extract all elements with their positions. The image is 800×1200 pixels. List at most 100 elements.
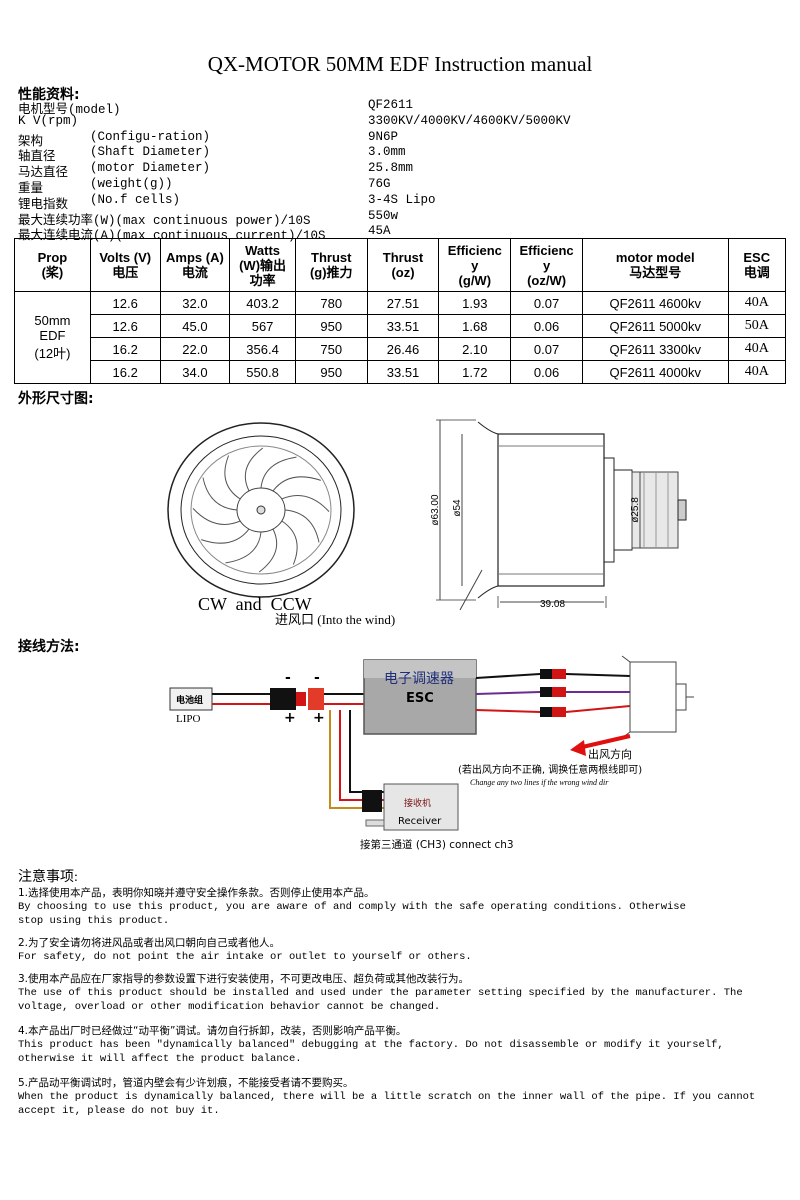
spec-value: 45A: [368, 224, 391, 239]
spec-label-en: (No.f cells): [90, 192, 181, 207]
cell-eff-ozw: 0.07: [510, 337, 583, 361]
header-line: (桨): [41, 265, 64, 280]
prop-line: (12叶): [34, 346, 71, 361]
header-line: Prop: [37, 250, 68, 265]
spec-value: 3.0mm: [368, 145, 406, 160]
receiver-box: [383, 783, 459, 831]
spec-label: 最大连续功率(W)(max continuous power)/10S: [18, 213, 311, 228]
cell-model: QF2611 5000kv: [581, 314, 729, 338]
motor-connectors: [540, 669, 566, 717]
fan-blades: [192, 447, 330, 573]
esc-label-en: ESC: [406, 691, 434, 706]
cell-amps: 45.0: [159, 314, 231, 338]
spec-value: 3-4S Lipo: [368, 192, 436, 207]
cell-thrust-oz: 27.51: [366, 291, 440, 315]
header-line: ESC: [743, 250, 771, 265]
table-header-cell: Volts (V)电压: [89, 238, 161, 292]
header-line: 电压: [112, 265, 139, 280]
note-text-cn: 1.选择使用本产品，表明你知晓并遵守安全操作条款。否则停止使用本产品。: [18, 887, 375, 899]
fan-blade: [284, 509, 320, 543]
cell-eff-ozw: 0.06: [510, 360, 583, 384]
fan-blade: [272, 476, 321, 492]
spec-value: 9N6P: [368, 129, 399, 144]
spec-label-en: (Configu-ration): [90, 129, 211, 144]
note-text-en: For safety, do not point the air intake …: [18, 951, 472, 963]
intake-label: 进风口 (Into the wind): [275, 612, 395, 627]
prop-line: 50mm: [34, 313, 71, 328]
cell-thrust-g: 950: [294, 314, 368, 338]
table-header-cell: Thrust(g)推力: [294, 238, 368, 292]
cell-volts: 16.2: [89, 337, 161, 361]
cell-eff-gw: 1.93: [438, 291, 512, 315]
cell-volts: 12.6: [89, 314, 161, 338]
note-text-cn: 2.为了安全请勿将进风品或者出风口朝向自己或者他人。: [18, 937, 281, 949]
cell-thrust-g: 780: [294, 291, 368, 315]
header-line: Efficienc: [447, 242, 502, 258]
cell-model: QF2611 3300kv: [581, 337, 729, 361]
cell-amps: 34.0: [159, 360, 231, 384]
header-line: (g)推力: [309, 265, 353, 280]
header-line: y: [471, 257, 479, 273]
airflow-note-en: Change any two lines if the wrong wind d…: [470, 778, 609, 787]
header-line: Volts (V): [99, 250, 152, 265]
cell-watts: 356.4: [229, 337, 296, 361]
fan-blade: [225, 531, 262, 564]
table-header-cell: Prop(桨): [14, 238, 91, 292]
dimension-outer-diameter: ø63.00: [430, 494, 441, 526]
fan-blade: [244, 447, 264, 492]
cell-watts: 567: [229, 314, 296, 338]
header-line: (W)输出: [239, 257, 287, 273]
table-header-cell: Watts(W)输出功率: [229, 238, 296, 292]
spec-label: 架构: [18, 134, 44, 149]
header-line: motor model: [615, 250, 695, 265]
fan-blade: [258, 528, 278, 573]
spec-value: 25.8mm: [368, 161, 414, 176]
spec-label: 锂电指数: [18, 197, 69, 212]
prop-line: EDF: [39, 328, 66, 343]
cell-volts: 16.2: [89, 360, 161, 384]
note-text-en: This product has been "dynamically balan…: [18, 1039, 724, 1065]
cell-volts: 12.6: [89, 291, 161, 315]
lipo-label: LIPO: [176, 713, 201, 725]
note-item: 1.选择使用本产品，表明你知晓并遵守安全操作条款。否则停止使用本产品。By ch…: [18, 886, 778, 928]
cell-watts: 550.8: [229, 360, 296, 384]
table-header-cell: Amps (A)电流: [159, 238, 231, 292]
notes-heading: 注意事项:: [18, 870, 78, 885]
note-text-cn: 4.本产品出厂时已经做过“动平衡”调试。请勿自行拆卸，改装，否则影响产品平衡。: [18, 1025, 407, 1037]
performance-heading: 性能资料:: [18, 87, 80, 103]
note-text-cn: 5.产品动平衡调试时，管道内壁会有少许划痕，不能接受者请不要购买。: [18, 1077, 354, 1089]
spec-value: QF2611: [368, 98, 414, 112]
spec-value: 3300KV/4000KV/4600KV/5000KV: [368, 113, 571, 128]
cell-thrust-g: 950: [294, 360, 368, 384]
spec-label-en: (motor Diameter): [90, 161, 211, 176]
cell-esc: 40A: [727, 291, 787, 315]
spec-label: 马达直径: [18, 166, 69, 181]
header-line: 功率: [249, 272, 276, 288]
edf-side-view: [436, 419, 687, 611]
note-item: 5.产品动平衡调试时，管道内壁会有少许划痕，不能接受者请不要购买。When th…: [18, 1076, 778, 1118]
dimension-length: 39.08: [540, 599, 565, 610]
spec-label: K V(rpm): [18, 113, 79, 128]
cell-eff-ozw: 0.07: [510, 291, 583, 315]
cell-esc: 50A: [727, 314, 787, 338]
page-title: QX-MOTOR 50MM EDF Instruction manual: [207, 52, 593, 76]
cell-thrust-oz: 33.51: [366, 314, 440, 338]
header-line: (oz): [391, 265, 415, 280]
header-line: Watts: [245, 242, 281, 258]
header-line: 电流: [181, 265, 208, 280]
header-line: Thrust: [311, 250, 352, 265]
note-item: 2.为了安全请勿将进风品或者出风口朝向自己或者他人。 For safety, do…: [18, 936, 778, 964]
minus-sign-esc: -: [314, 670, 320, 686]
minus-sign: -: [285, 670, 291, 686]
cell-thrust-oz: 26.46: [366, 337, 440, 361]
table-header-cell: Thrust(oz): [366, 238, 440, 292]
cell-eff-ozw: 0.06: [510, 314, 583, 338]
spec-label-en: (Shaft Diameter): [90, 145, 211, 160]
spec-label-en: (weight(g)): [90, 177, 173, 191]
fan-blade: [201, 528, 250, 544]
